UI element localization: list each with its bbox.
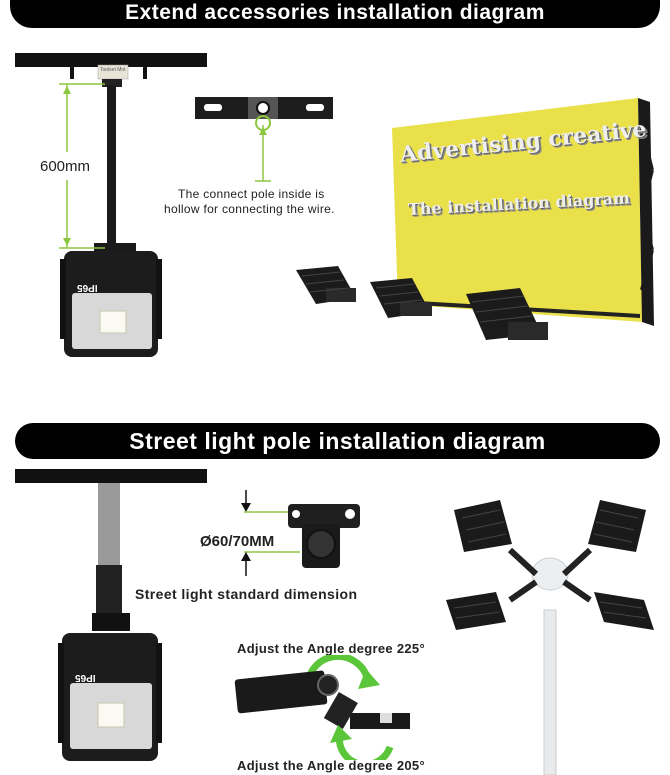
connect-pole-note-line1: The connect pole inside is [178, 187, 325, 201]
plate-label: Toolset Mnt [100, 67, 126, 73]
four-head-pole-illustration [446, 500, 654, 775]
section-title-text: Street light pole installation diagram [129, 428, 546, 454]
angle-label-bottom: Adjust the Angle degree 205° [237, 758, 425, 773]
angle-adjust-illustration [234, 655, 410, 760]
ip-rating-label-2: IP65 [75, 672, 96, 683]
section-title-extend-accessories: Extend accessories installation diagram [10, 0, 660, 28]
section-title-street-light-pole: Street light pole installation diagram [15, 423, 660, 459]
dimension-guide-600mm [59, 83, 105, 249]
billboard-illustration [296, 98, 654, 340]
street-light-standard-label: Street light standard dimension [135, 586, 358, 602]
clamp-dimension-illustration [241, 490, 360, 576]
ip-rating-label: IP65 [77, 282, 98, 293]
angle-label-top: Adjust the Angle degree 225° [237, 641, 425, 656]
street-pole-fixture-illustration [15, 469, 207, 761]
section-title-text: Extend accessories installation diagram [125, 1, 545, 24]
dimension-label-600mm: 600mm [40, 158, 91, 175]
connector-plate-illustration [195, 97, 333, 182]
pole-diameter-label: Ø60/70MM [200, 533, 275, 550]
extend-pole-fixture-illustration [15, 53, 207, 357]
connect-pole-note-line2: hollow for connecting the wire. [164, 202, 335, 216]
